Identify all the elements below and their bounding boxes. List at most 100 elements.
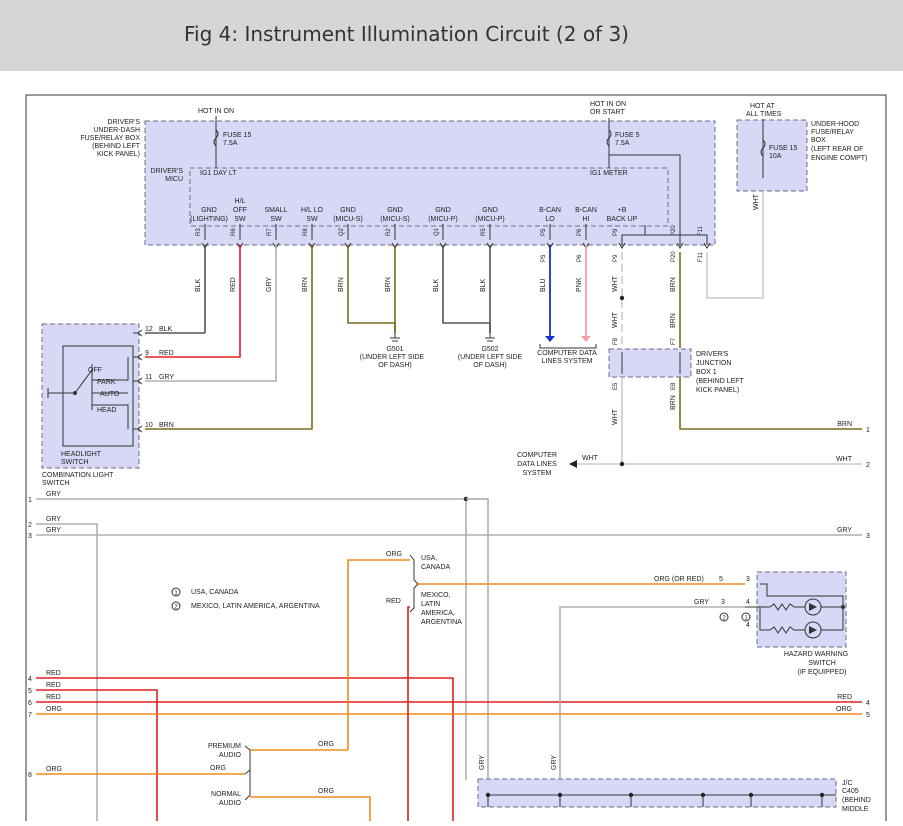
hs-pin-number: 12 (145, 326, 153, 333)
edge-wire-label: GRY (46, 527, 61, 534)
ground-id: G501 (386, 346, 403, 353)
wire-label-brn: BRN (670, 395, 677, 410)
edge-wire-label: RED (46, 682, 61, 689)
terminal-name: BACK UP (607, 216, 638, 223)
ground-desc: (UNDER LEFT SIDE (458, 354, 523, 361)
jb-pin: F7 (671, 337, 677, 345)
terminal-pin: P5 (541, 254, 547, 262)
terminal-name: (LIGHTING) (190, 216, 228, 223)
underhood-label-line: (LEFT REAR OF (811, 146, 863, 153)
hazard-resistor (769, 603, 795, 611)
region-text: ARGENTINA (421, 619, 462, 626)
splice-dot (619, 461, 625, 467)
edge-number: 4 (866, 700, 870, 707)
hot-in-on-label: HOT IN ON (198, 108, 234, 115)
terminal-name: GND (435, 207, 451, 214)
hs-pin-wire: BRN (159, 422, 174, 429)
edge-left-marker: 3 GRY (28, 527, 61, 540)
ground-desc: (UNDER LEFT SIDE (360, 354, 425, 361)
junction-box-label: DRIVER'S JUNCTION BOX 1 (BEHIND LEFT KIC… (696, 351, 745, 394)
fuse15-label: FUSE 15 (223, 132, 252, 139)
edge-wire-label: RED (46, 670, 61, 677)
hazard-circled-num: 2 (722, 616, 726, 622)
wire-label-brn: BRN (670, 277, 677, 292)
terminal-pin: F11 (698, 251, 704, 262)
jc-label-line: C405 (842, 788, 859, 795)
wire-red-mexico (407, 606, 410, 821)
underhood-label-line: ENGINE COMPT) (811, 155, 867, 162)
terminal-name: LO (545, 216, 555, 223)
edge-number: 7 (28, 712, 32, 719)
fuse15-label: 7.5A (223, 140, 238, 147)
ground-id: G502 (481, 346, 498, 353)
wire-label-brn: BRN (385, 277, 392, 292)
terminal-pin: P6 (577, 228, 583, 236)
underhood-wht-wire (706, 191, 764, 299)
micu-label: DRIVER'S UNDER-DASH FUSE/RELAY BOX (BEHI… (80, 119, 183, 183)
micu-label-line: UNDER-DASH (93, 127, 140, 134)
terminal-pin: R8 (303, 228, 309, 236)
wire-label-org: ORG (210, 765, 226, 772)
micu-label-line: DRIVER'S (108, 119, 141, 126)
terminal-name: (MICU-S) (380, 216, 410, 223)
terminal-name: SMALL (265, 207, 288, 214)
mexico-region-label: MEXICO, LATIN AMERICA, ARGENTINA (421, 592, 462, 626)
hazard-internal (760, 583, 844, 607)
hs-pin-number: 11 (145, 374, 152, 381)
hs-pin-wire: RED (159, 350, 174, 357)
terminal-name: B-CAN (575, 207, 597, 214)
wire-label-blk: BLK (433, 278, 440, 292)
hazard-pin: 5 (719, 576, 723, 583)
computer-data-label: COMPUTER DATA (537, 350, 597, 357)
jb-pins: F8 F7 E5 E8 (613, 337, 677, 390)
hazard-pins: 5 3 3 4 4 (719, 576, 750, 629)
wiring-diagram: DRIVER'S UNDER-DASH FUSE/RELAY BOX (BEHI… (0, 71, 903, 826)
underhood-fuse-symbol (760, 139, 766, 157)
jc-label: J/C C405 (BEHIND MIDDLE (842, 780, 871, 813)
ground-g502: G502 (UNDER LEFT SIDE OF DASH) (458, 333, 523, 369)
hazard-switch-box (756, 571, 847, 648)
terminal-pin: Q2 (339, 227, 345, 236)
hazard-circled-num: 1 (744, 616, 748, 622)
wire-org-normal (250, 796, 371, 821)
micu-wire-labels: BLK RED GRY BRN BRN BRN BLK BLK BLU PNK … (195, 275, 677, 425)
hazard-wire-label: GRY (694, 599, 709, 606)
micu-sub-label: MICU (165, 176, 183, 183)
combo-switch-label: SWITCH (42, 480, 70, 487)
underhood-wire-label: WHT (753, 193, 760, 210)
led-diode-icon (809, 626, 817, 634)
wire-gry-1-jc (466, 498, 489, 780)
jc-label-line: (BEHIND (842, 797, 871, 804)
underhood-fuse-label: FUSE 15 (769, 145, 798, 152)
wire-brn-r8 (145, 245, 313, 430)
wire-red-4 (36, 677, 454, 821)
wire-label-gry: GRY (479, 755, 486, 770)
backup-bus-right (645, 234, 708, 245)
underhood-label-line: BOX (811, 137, 826, 144)
edge-wire-label: RED (46, 694, 61, 701)
ground-desc: OF DASH) (473, 362, 506, 369)
edge-number: 3 (28, 533, 32, 540)
headlight-switch-label: HEADLIGHT (61, 451, 102, 458)
hazard-pin: 3 (746, 576, 750, 583)
audio-brace (244, 745, 251, 775)
region-text: MEXICO, (421, 592, 451, 599)
wire-label-brn: BRN (302, 277, 309, 292)
hazard-internal (821, 606, 844, 631)
terminal-name: SW (234, 216, 246, 223)
wire-label-gry: GRY (266, 277, 273, 292)
region-text: LATIN (421, 601, 440, 608)
terminal-name: +B (618, 207, 627, 214)
wire-label-blu: BLU (540, 278, 547, 292)
micu-terminal: F11 (698, 225, 711, 249)
